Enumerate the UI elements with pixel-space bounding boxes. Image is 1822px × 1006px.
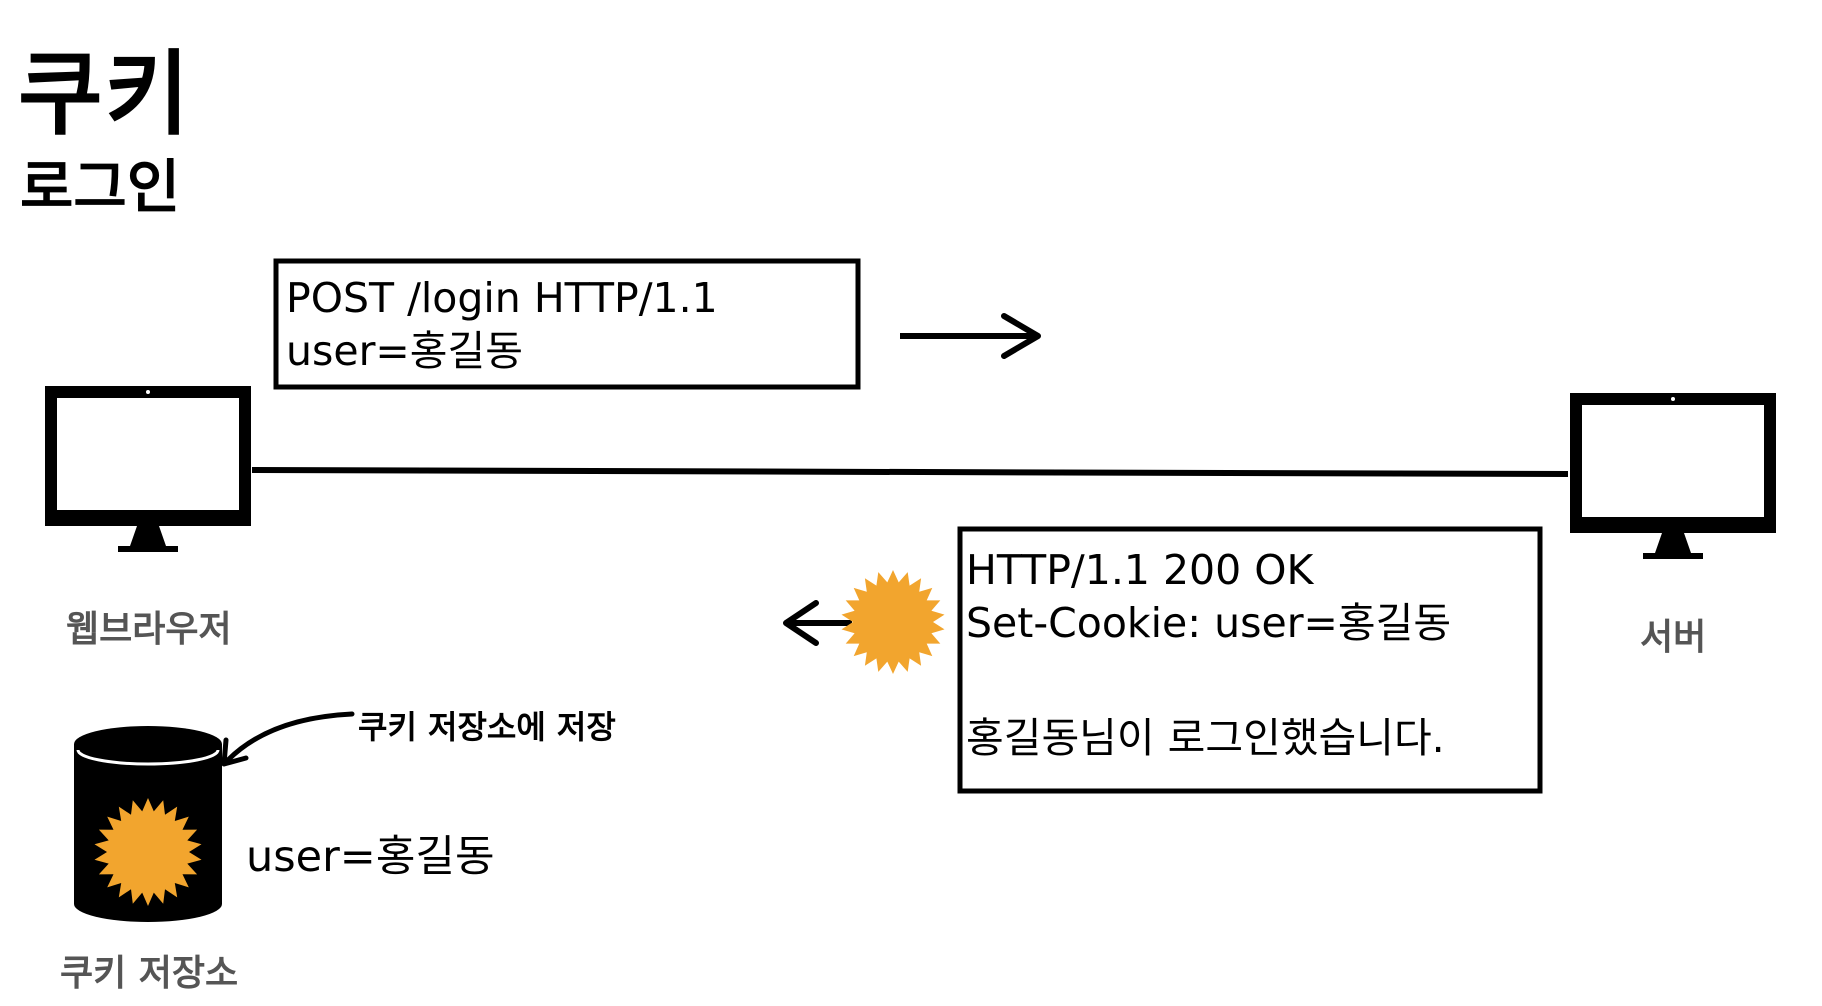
page-title: 쿠키	[18, 41, 192, 148]
response-body: 홍길동님이 로그인했습니다.	[966, 714, 1445, 762]
storage-label: 쿠키 저장소	[60, 953, 239, 994]
stored-cookie-value: user=홍길동	[246, 832, 495, 882]
cookie-icon	[94, 798, 202, 906]
curved-arrow-icon	[221, 711, 355, 767]
response-set-cookie-header: Set-Cookie: user=홍길동	[966, 599, 1452, 647]
response-box	[957, 526, 1543, 794]
server-label: 서버	[1640, 617, 1707, 658]
request-message: POST /login HTTP/1.1 user=홍길동	[286, 272, 718, 378]
save-note: 쿠키 저장소에 저장	[358, 708, 616, 746]
arrow-left-icon	[783, 600, 852, 646]
arrow-right-icon	[900, 313, 1041, 359]
response-message: HTTP/1.1 200 OK Set-Cookie: user=홍길동	[966, 544, 1451, 650]
request-body: user=홍길동	[286, 327, 523, 375]
page-subtitle: 로그인	[20, 153, 181, 221]
browser-monitor-icon	[45, 386, 251, 552]
server-monitor-icon	[1570, 393, 1776, 559]
connection-line	[251, 467, 1569, 477]
cookie-icon	[841, 570, 945, 674]
browser-label: 웹브라우저	[66, 609, 232, 650]
request-box	[273, 258, 861, 390]
request-line: POST /login HTTP/1.1	[286, 274, 718, 322]
response-status-line: HTTP/1.1 200 OK	[966, 546, 1314, 594]
